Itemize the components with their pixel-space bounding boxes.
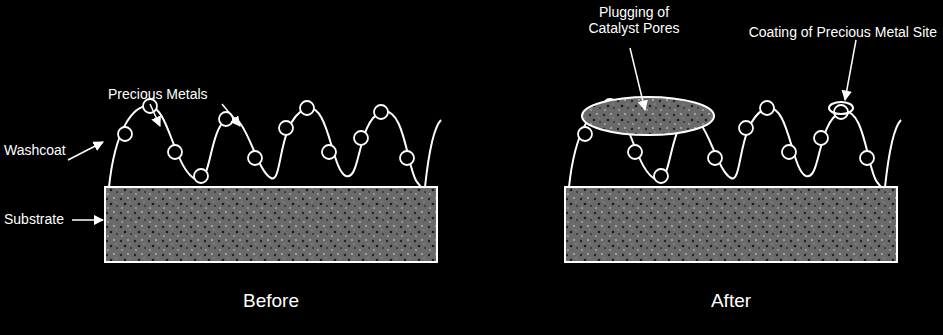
callout-label: Coating of Precious Metal Site — [749, 24, 937, 40]
label-text: Washcoat — [4, 142, 66, 158]
before-panel — [105, 99, 441, 262]
panel-title: Before — [243, 290, 299, 312]
panel-title: After — [711, 290, 751, 312]
pore-plug — [582, 97, 714, 135]
label-text: Precious Metals — [108, 86, 208, 102]
label-text: Substrate — [4, 211, 64, 227]
callout-label: Plugging of Catalyst Pores — [578, 4, 690, 36]
site-coating — [829, 102, 853, 114]
